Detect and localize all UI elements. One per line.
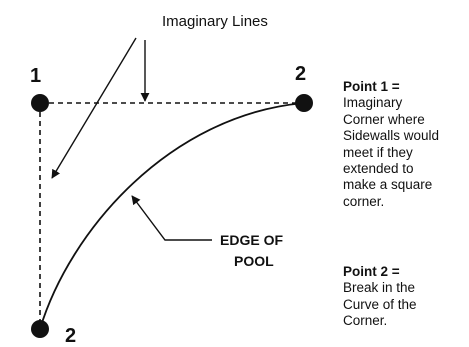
legend-point-1-line: Sidewalls would [343, 128, 440, 144]
arrow-to-pool-edge [131, 195, 212, 241]
imaginary-lines-label: Imaginary Lines [162, 13, 268, 30]
point-2-bottom-dot [31, 320, 49, 338]
point-1-dot [31, 94, 49, 112]
legend-point-1-line: make a square [343, 177, 433, 193]
legend-point-1-line: meet if they [343, 144, 413, 160]
legend-point-1: Point 1 = Imaginary Corner where Sidewal… [343, 79, 469, 210]
point-1-label: 1 [30, 65, 41, 87]
legend-point-2-line: Corner. [343, 313, 388, 329]
legend-point-1-line: Corner where [343, 111, 425, 127]
legend-point-2-line: Break in the [343, 280, 416, 296]
legend-point-1-line: extended to [343, 161, 414, 177]
point-2-bottom-label: 2 [65, 325, 76, 347]
legend-point-1-line: corner. [343, 193, 385, 209]
point-2-top-dot [295, 94, 313, 112]
edge-of-pool-label-line2: POOL [234, 253, 274, 269]
edge-of-pool-label-line1: EDGE OF [220, 232, 283, 248]
pool-edge-curve [39, 102, 305, 330]
arrow-to-vertical-line [51, 37, 137, 179]
legend-point-2: Point 2 = Break in the Curve of the Corn… [343, 264, 469, 330]
point-2-top-label: 2 [295, 63, 306, 85]
legend-point-2-line: Curve of the [343, 296, 417, 312]
legend-point-1-heading: Point 1 = [343, 79, 400, 94]
legend-point-2-heading: Point 2 = [343, 264, 400, 279]
legend-point-1-line: Imaginary [343, 95, 403, 111]
